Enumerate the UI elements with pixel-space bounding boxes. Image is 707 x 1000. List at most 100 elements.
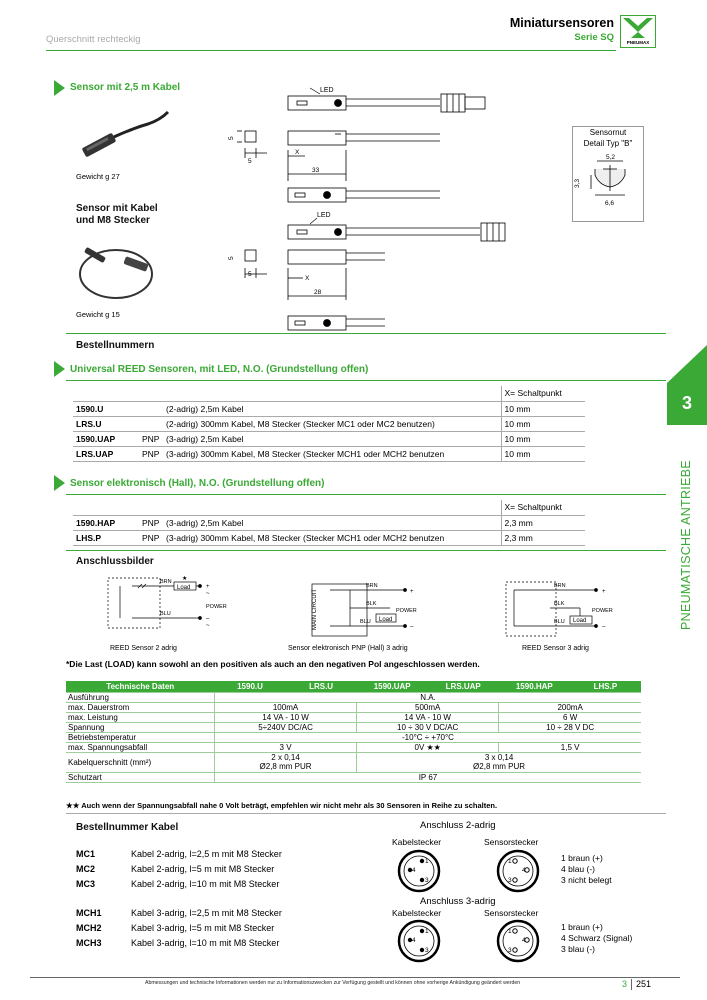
table-row[interactable]: LRS.U (2-adrig) 300mm Kabel, M8 Stecker … — [73, 416, 585, 432]
connection-2-title: Anschluss 2-adrig — [420, 820, 496, 831]
col-header: Technische Daten — [66, 681, 215, 693]
d2-minus: – — [410, 624, 414, 630]
row-label: Ausführung — [66, 692, 215, 703]
section-rule-1 — [66, 333, 666, 334]
led-label: LED — [320, 87, 334, 94]
table-row: Ausführung N.A. — [66, 692, 641, 703]
order-point: 10 mm — [500, 446, 585, 462]
groove-drawing: 5,2 3,3 6,6 — [574, 154, 626, 207]
table-row[interactable]: 1590.UAP PNP (3-adrig) 2,5m Kabel 10 mm — [73, 431, 585, 447]
table-row[interactable]: LRS.UAP PNP (3-adrig) 300mm Kabel, M8 St… — [73, 446, 585, 462]
d3-blu: BLU — [554, 619, 565, 625]
connection-2-cable-plug: Kabelstecker — [392, 837, 442, 847]
sensor-m8-heading-1: Sensor mit Kabel — [76, 203, 158, 214]
connection-3-legend-2: 4 Schwarz (Signal) — [561, 933, 633, 943]
order-point: 2,3 mm — [500, 515, 585, 531]
pneumax-logo-icon — [623, 18, 653, 38]
pin-1: 1 — [508, 928, 512, 935]
order-code: 1590.HAP — [73, 515, 139, 531]
header-left-caption: Querschnitt rechteckig — [46, 34, 141, 45]
connection-3-title: Anschluss 3-adrig — [420, 896, 496, 907]
col-header: LRS.U — [285, 681, 357, 693]
groove-detail: Sensornut Detail Typ "B" 5,2 3,3 6,6 — [572, 126, 644, 222]
table-row[interactable]: 1590.U (2-adrig) 2,5m Kabel 10 mm — [73, 401, 585, 417]
cable-code: MC3 — [76, 879, 96, 889]
wiring-caption-1: REED Sensor 2 adrig — [110, 645, 177, 652]
d3-power: POWER — [592, 608, 613, 614]
table-row: Schutzart IP 67 — [66, 772, 641, 783]
cell: 2 x 0,14 Ø2,8 mm PUR — [213, 752, 357, 773]
sensor-cable-photo — [82, 110, 170, 157]
sensor-plug-2-icon: 1 4 3 — [496, 849, 540, 893]
table-row: X= Schaltpunkt — [73, 500, 585, 516]
cell: N.A. — [213, 692, 641, 703]
section-rule-2 — [66, 550, 666, 551]
cable-desc: Kabel 2-adrig, l=2,5 m mit M8 Stecker — [131, 849, 282, 859]
table-row: max. Dauerstrom 100mA 500mA 200mA — [66, 702, 641, 713]
wiring-diagram-hall: MAIN CIRCUIT BRN BLK BLU Load POWER + – — [311, 583, 417, 637]
d1-power: POWER — [206, 604, 227, 610]
d1-minus: – — [206, 616, 210, 622]
sensor-m8-weight: Gewicht g 15 — [76, 310, 120, 319]
order-code: LHS.P — [73, 530, 139, 546]
sensor-cable-heading: Sensor mit 2,5 m Kabel — [70, 82, 181, 93]
chapter-label-text: PNEUMATISCHE ANTRIEBE — [679, 460, 693, 630]
connection-2-legend-2: 4 blau (-) — [561, 864, 596, 874]
cell: 100mA — [213, 702, 357, 713]
order-point: 10 mm — [500, 431, 585, 447]
cable-desc: Kabel 3-adrig, l=2,5 m mit M8 Stecker — [131, 908, 282, 918]
pin-3: 3 — [425, 947, 429, 954]
cell: 500mA — [356, 702, 499, 713]
row-label: Betriebstemperatur — [66, 732, 215, 743]
cell: 3 x 0,14 Ø2,8 mm PUR — [356, 752, 641, 773]
page-subtitle: Serie SQ — [574, 32, 614, 43]
load-note: *Die Last (LOAD) kann sowohl an den posi… — [66, 659, 480, 669]
order-type: PNP — [139, 446, 163, 462]
dim-5a: 5 — [228, 136, 235, 140]
switch-point-header: X= Schaltpunkt — [500, 500, 585, 516]
wiring-caption-3: REED Sensor 3 adrig — [522, 645, 589, 652]
col-header: LHS.P — [569, 681, 641, 693]
cell: 200mA — [498, 702, 641, 713]
groove-dim-side: 3,3 — [574, 179, 581, 188]
table-row: X= Schaltpunkt — [73, 386, 585, 402]
d3-blk: BLK — [554, 601, 565, 607]
chapter-tab[interactable] — [667, 345, 707, 425]
sensor-plug-3-icon: 1 4 3 — [496, 919, 540, 963]
pin-3: 3 — [508, 947, 512, 954]
d3-minus: – — [602, 624, 606, 630]
dim-5b-m8: 5 — [248, 271, 252, 278]
d3-brn: BRN — [554, 583, 566, 589]
cable-code: MCH3 — [76, 938, 102, 948]
connection-2-sensor-plug: Sensorstecker — [484, 837, 539, 847]
table-row[interactable]: 1590.HAP PNP (3-adrig) 2,5m Kabel 2,3 mm — [73, 515, 585, 531]
cell: 10 ÷ 28 V DC — [498, 722, 641, 733]
order-desc: (2-adrig) 300mm Kabel, M8 Stecker (Steck… — [163, 416, 501, 432]
pin-1: 1 — [425, 928, 429, 935]
cell: 3 V — [213, 742, 357, 753]
order-point: 10 mm — [500, 401, 585, 417]
wiring-caption-2: Sensor elektronisch PNP (Hall) 3 adrig — [288, 645, 408, 652]
section-marker-icon — [54, 361, 65, 377]
footer-chapter: 3 — [622, 979, 628, 989]
cable-code: MC1 — [76, 849, 96, 859]
row-label: Kabelquerschnitt (mm²) — [66, 752, 215, 773]
table-row: Spannung 5÷240V DC/AC 10 ÷ 30 V DC/AC 10… — [66, 722, 641, 733]
cable-desc: Kabel 3-adrig, l=10 m mit M8 Stecker — [131, 938, 280, 948]
connection-3-cable-plug: Kabelstecker — [392, 908, 442, 918]
pin-4: 4 — [412, 867, 416, 874]
reed-heading: Universal REED Sensoren, mit LED, N.O. (… — [70, 364, 369, 375]
order-desc: (2-adrig) 2,5m Kabel — [163, 401, 501, 417]
order-code: LRS.U — [73, 416, 139, 432]
connection-3-sensor-plug: Sensorstecker — [484, 908, 539, 918]
dim-5b: 5 — [248, 158, 252, 165]
table-row: max. Leistung 14 VA - 10 W 14 VA - 10 W … — [66, 712, 641, 723]
cell: -10°C ÷ +70°C — [213, 732, 641, 743]
cable-desc: Kabel 2-adrig, l=5 m mit M8 Stecker — [131, 864, 275, 874]
table-row[interactable]: LHS.P PNP (3-adrig) 300mm Kabel, M8 Stec… — [73, 530, 585, 546]
cable-code: MCH2 — [76, 923, 102, 933]
table-row: max. Spannungsabfall 3 V 0V ★★ 1,5 V — [66, 742, 641, 753]
connection-2-legend-1: 1 braun (+) — [561, 853, 603, 863]
order-code: 1590.UAP — [73, 431, 139, 447]
footer-disclaimer: Abmessungen und technische Informationen… — [145, 980, 521, 986]
